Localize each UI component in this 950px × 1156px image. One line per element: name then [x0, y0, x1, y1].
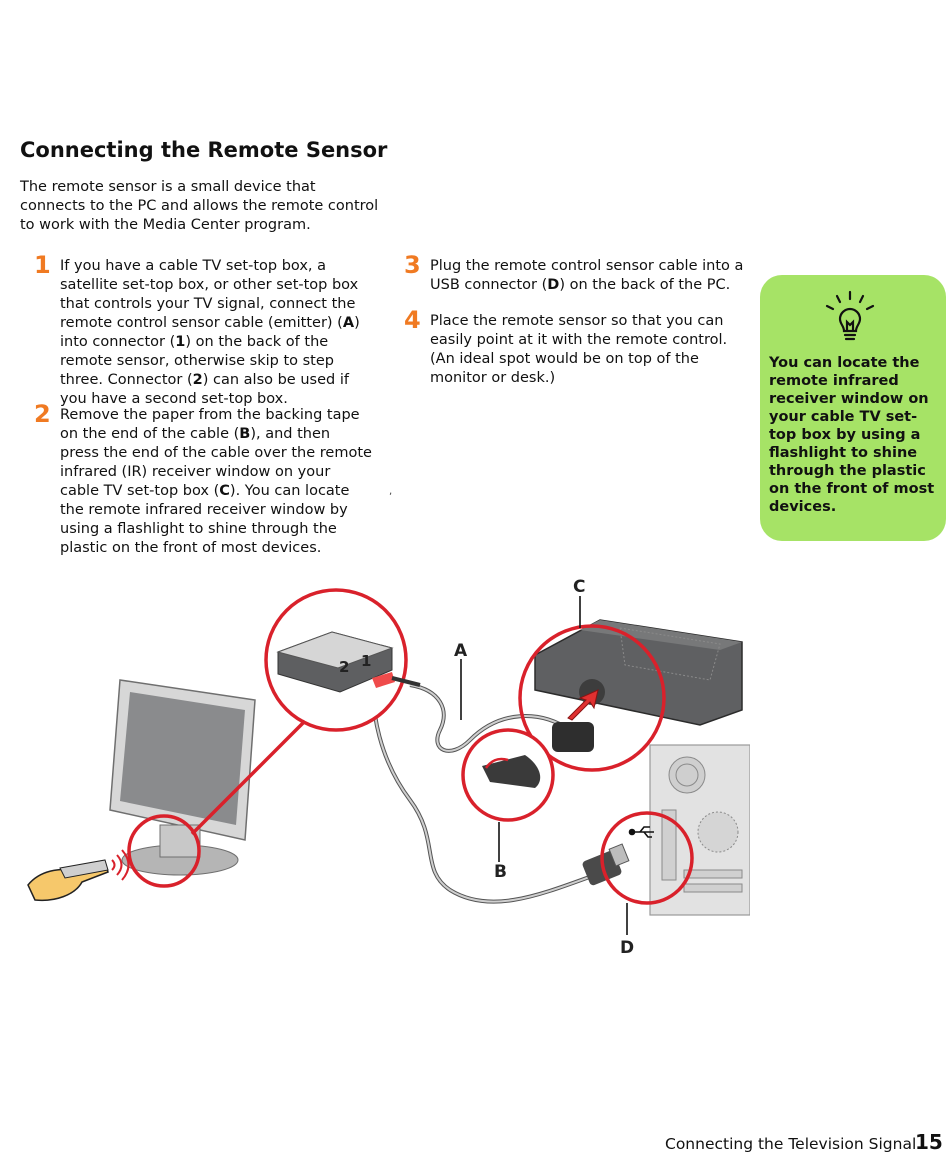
intro-paragraph: The remote sensor is a small device that…	[20, 179, 379, 233]
monitor	[109, 679, 256, 876]
step-number: 1	[34, 251, 51, 279]
step-text: Place the remote sensor so that you can …	[430, 313, 728, 386]
connector-1-label: 1	[361, 652, 371, 670]
connection-diagram: 2 1 C A B D	[27, 577, 750, 958]
hand-with-remote	[27, 849, 130, 902]
ir-window-arrow	[567, 679, 605, 721]
tape-end	[482, 755, 541, 788]
step-number: 4	[404, 306, 421, 334]
pc-tower	[649, 744, 750, 916]
leader-lines	[460, 596, 628, 935]
step-number: 2	[34, 400, 51, 428]
step-text: Remove the paper from the backing tape o…	[60, 407, 372, 556]
set-top-box	[534, 619, 743, 726]
ir-emitter	[552, 722, 594, 752]
label-b: B	[494, 862, 507, 882]
label-c: C	[573, 577, 585, 597]
page-number: 15	[915, 1130, 943, 1154]
step-text: If you have a cable TV set-top box, a sa…	[60, 258, 360, 407]
label-d: D	[620, 938, 634, 958]
step-number: 3	[404, 251, 421, 279]
tip-box: You can locate the remote infrared recei…	[760, 275, 946, 541]
tip-text: You can locate the remote infrared recei…	[769, 355, 935, 515]
connector-2-label: 2	[339, 658, 349, 676]
usb-plug	[582, 843, 630, 886]
footer-section-title: Connecting the Television Signal	[665, 1135, 917, 1153]
step-text: Plug the remote control sensor cable int…	[430, 258, 744, 293]
lightbulb-icon	[825, 290, 875, 341]
label-a: A	[454, 641, 468, 661]
usb-symbol-icon	[628, 826, 654, 838]
remote-sensor	[276, 631, 421, 693]
stray-mark: ,	[389, 486, 393, 497]
page-title: Connecting the Remote Sensor	[20, 138, 388, 162]
